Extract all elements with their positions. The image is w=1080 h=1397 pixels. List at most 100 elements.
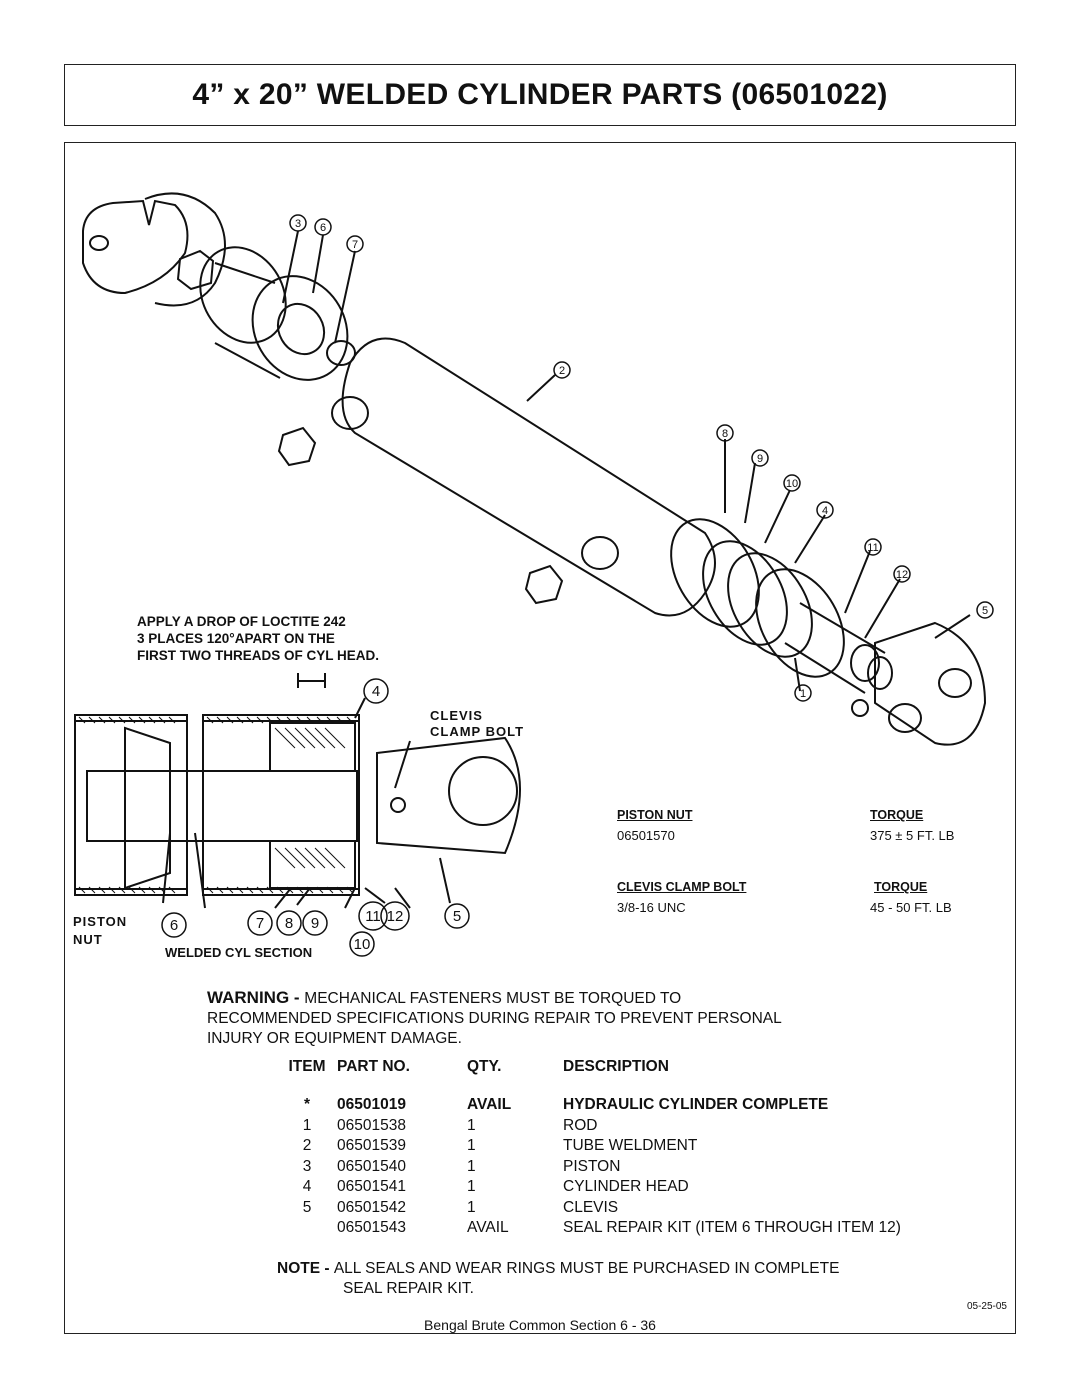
clevis-clamp-bolt-header: CLEVIS CLAMP BOLT xyxy=(617,880,747,894)
callout-4: 4 xyxy=(822,505,828,517)
cell-desc: TUBE WELDMENT xyxy=(563,1137,698,1154)
cylinder-diagram: 3 6 7 2 8 9 10 4 11 12 5 1 4 6 7 8 9 11 … xyxy=(74,192,994,957)
torque-header-2: TORQUE xyxy=(874,880,928,894)
section-clevis xyxy=(376,736,521,855)
torque-table: PISTON NUT TORQUE 06501570 375 ± 5 FT. L… xyxy=(617,808,977,920)
oring-7 xyxy=(326,340,356,366)
section-callout-12: 12 xyxy=(387,908,404,925)
header-qty: QTY. xyxy=(467,1058,502,1075)
torque-row-1-values: 06501570 375 ± 5 FT. LB xyxy=(617,828,977,880)
upper-clevis xyxy=(82,199,189,295)
section-callout-11: 11 xyxy=(365,908,381,925)
piston-nut-header: PISTON NUT xyxy=(617,808,693,822)
note-lead: NOTE - xyxy=(277,1260,334,1277)
torque-row-2-values: 3/8-16 UNC 45 - 50 FT. LB xyxy=(617,900,977,920)
clevis-label-line-1: CLEVIS xyxy=(430,708,483,723)
section-clamp-bolt xyxy=(390,797,406,813)
loctite-note: APPLY A DROP OF LOCTITE 242 3 PLACES 120… xyxy=(137,613,379,664)
clamp-bolt xyxy=(851,699,869,717)
section-callout-8: 8 xyxy=(285,915,293,932)
cell-item: 4 xyxy=(302,1178,312,1195)
callout-11: 11 xyxy=(867,542,878,554)
table-row: 06501543 AVAIL SEAL REPAIR KIT (ITEM 6 T… xyxy=(277,1219,953,1240)
cell-qty: AVAIL xyxy=(467,1096,512,1113)
piston-nut-line-1: PISTON xyxy=(73,914,128,929)
cell-item: 2 xyxy=(302,1137,312,1154)
callout-2: 2 xyxy=(559,365,565,377)
cell-part: 06501019 xyxy=(337,1096,406,1113)
cell-item: 1 xyxy=(302,1116,312,1134)
torque-header-1: TORQUE xyxy=(870,808,924,822)
section-clevis-eye xyxy=(448,756,518,826)
header-description: DESCRIPTION xyxy=(563,1058,669,1075)
exploded-leaders xyxy=(282,230,971,692)
torque-row-2-header: CLEVIS CLAMP BOLT TORQUE xyxy=(617,880,977,900)
loctite-dim xyxy=(297,673,326,688)
section-piston xyxy=(124,726,171,890)
cell-desc: CYLINDER HEAD xyxy=(563,1178,689,1195)
callout-12: 12 xyxy=(896,569,908,581)
table-row: 1 06501538 1 ROD xyxy=(277,1117,953,1138)
note-text-1: ALL SEALS AND WEAR RINGS MUST BE PURCHAS… xyxy=(333,1260,840,1277)
section-callout-9: 9 xyxy=(311,915,319,932)
cell-qty: 1 xyxy=(467,1137,476,1154)
cell-desc: CLEVIS xyxy=(563,1198,619,1216)
callout-6: 6 xyxy=(320,222,326,234)
piston-bore xyxy=(276,302,326,356)
piston-front xyxy=(251,275,349,381)
page-footer: Bengal Brute Common Section 6 - 36 xyxy=(424,1317,656,1333)
callout-7: 7 xyxy=(352,239,358,251)
section-callout-6: 6 xyxy=(170,917,178,934)
parts-table: ITEM PART NO. QTY. DESCRIPTION * 0650101… xyxy=(277,1058,953,1240)
parts-header-row: ITEM PART NO. QTY. DESCRIPTION xyxy=(277,1058,953,1096)
tube-port-1 xyxy=(331,396,369,430)
cell-desc: HYDRAULIC CYLINDER COMPLETE xyxy=(563,1096,829,1113)
cell-part: 06501543 xyxy=(337,1219,406,1236)
cell-desc: SEAL REPAIR KIT (ITEM 6 THROUGH ITEM 12) xyxy=(563,1219,901,1236)
cell-desc: ROD xyxy=(563,1116,598,1134)
page-title: 4” x 20” WELDED CYLINDER PARTS (06501022… xyxy=(192,78,888,111)
cell-part: 06501541 xyxy=(337,1178,406,1195)
piston-nut-label: PISTON NUT xyxy=(73,913,127,949)
warning-line-1: WARNING - MECHANICAL FASTENERS MUST BE T… xyxy=(207,988,782,1009)
cell-desc: PISTON xyxy=(563,1157,621,1175)
warning-line-3: INJURY OR EQUIPMENT DAMAGE. xyxy=(207,1030,462,1047)
revision-date: 05-25-05 xyxy=(966,1301,1007,1312)
rod-nut xyxy=(176,249,215,291)
clevis-label-line-2: CLAMP BOLT xyxy=(430,724,525,739)
section-rod xyxy=(86,770,358,842)
cell-part: 06501538 xyxy=(337,1116,406,1134)
cell-qty: 1 xyxy=(467,1178,476,1195)
section-leaders xyxy=(162,697,451,909)
lower-clevis-hole-1 xyxy=(938,668,972,698)
section-callout-7: 7 xyxy=(256,915,264,932)
table-row: * 06501019 AVAIL HYDRAULIC CYLINDER COMP… xyxy=(277,1096,953,1117)
clevis-clamp-bolt-torque: 45 - 50 FT. LB xyxy=(870,900,952,915)
callout-8: 8 xyxy=(722,428,728,440)
section-left-tube xyxy=(74,714,188,896)
piston-nut-part: 06501570 xyxy=(617,828,675,843)
note-block: NOTE - ALL SEALS AND WEAR RINGS MUST BE … xyxy=(277,1259,839,1299)
section-right-tube xyxy=(202,714,360,896)
cell-item: 3 xyxy=(302,1157,312,1175)
seal-11 xyxy=(850,644,880,682)
cell-item: * xyxy=(303,1096,311,1113)
loctite-line-1: APPLY A DROP OF LOCTITE 242 xyxy=(137,614,346,629)
warning-block: WARNING - MECHANICAL FASTENERS MUST BE T… xyxy=(207,988,782,1049)
loctite-line-2: 3 PLACES 120°APART ON THE xyxy=(137,631,335,646)
section-callout-10: 10 xyxy=(354,936,371,953)
loctite-line-3: FIRST TWO THREADS OF CYL HEAD. xyxy=(137,648,379,663)
cell-qty: 1 xyxy=(467,1198,476,1216)
tube-port-2 xyxy=(581,536,619,570)
content-frame: 3 6 7 2 8 9 10 4 11 12 5 1 4 6 7 8 9 11 … xyxy=(64,142,1016,1334)
cell-part: 06501542 xyxy=(337,1198,406,1216)
upper-clevis-body xyxy=(144,192,226,307)
plug-2 xyxy=(524,564,564,605)
cell-qty: 1 xyxy=(467,1157,476,1175)
header-item: ITEM xyxy=(288,1058,326,1075)
seal-ring-8 xyxy=(702,540,788,646)
cell-item: 5 xyxy=(302,1198,312,1216)
upper-clevis-hole xyxy=(89,235,109,251)
title-box: 4” x 20” WELDED CYLINDER PARTS (06501022… xyxy=(64,64,1016,126)
note-line-2: SEAL REPAIR KIT. xyxy=(343,1280,474,1297)
